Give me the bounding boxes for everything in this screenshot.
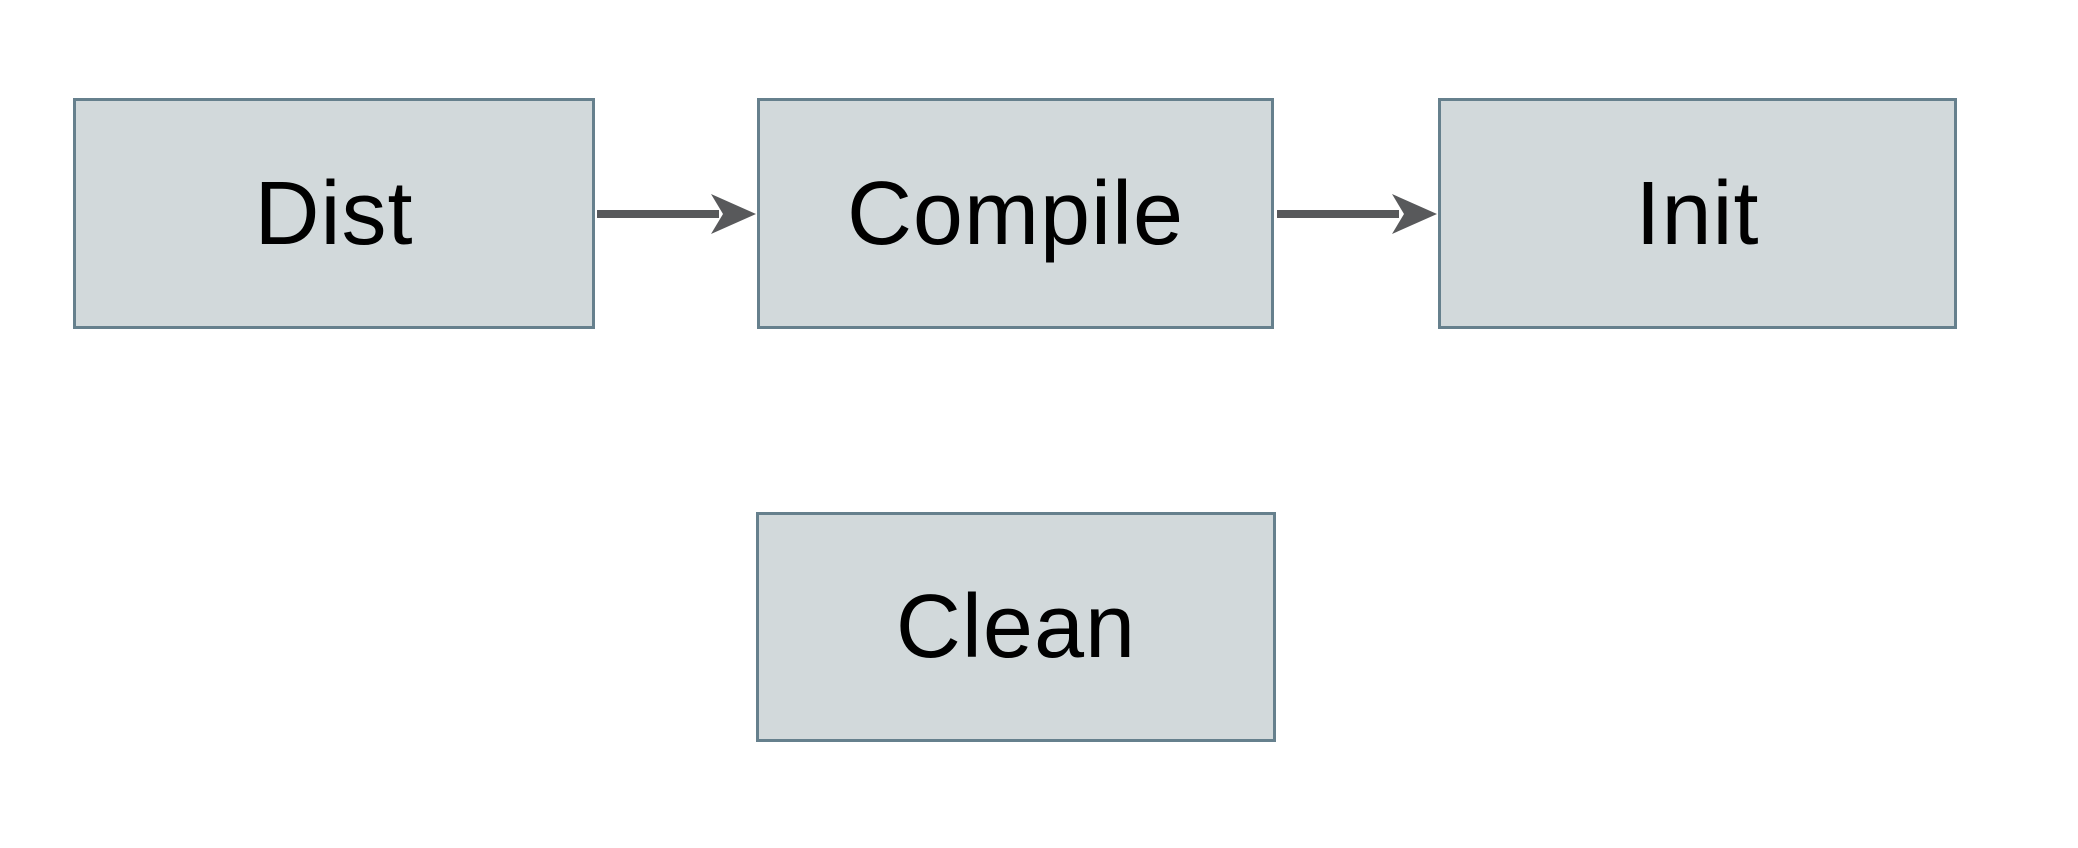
arrow-compile-to-init bbox=[1277, 194, 1437, 234]
node-dist-label: Dist bbox=[254, 163, 414, 264]
node-init-label: Init bbox=[1635, 163, 1760, 264]
node-clean-label: Clean bbox=[895, 577, 1137, 677]
arrow-dist-to-compile bbox=[597, 194, 756, 234]
node-clean: Clean bbox=[756, 512, 1276, 742]
node-dist: Dist bbox=[73, 98, 595, 329]
node-compile: Compile bbox=[757, 98, 1274, 329]
node-init: Init bbox=[1438, 98, 1957, 329]
node-compile-label: Compile bbox=[846, 163, 1185, 264]
